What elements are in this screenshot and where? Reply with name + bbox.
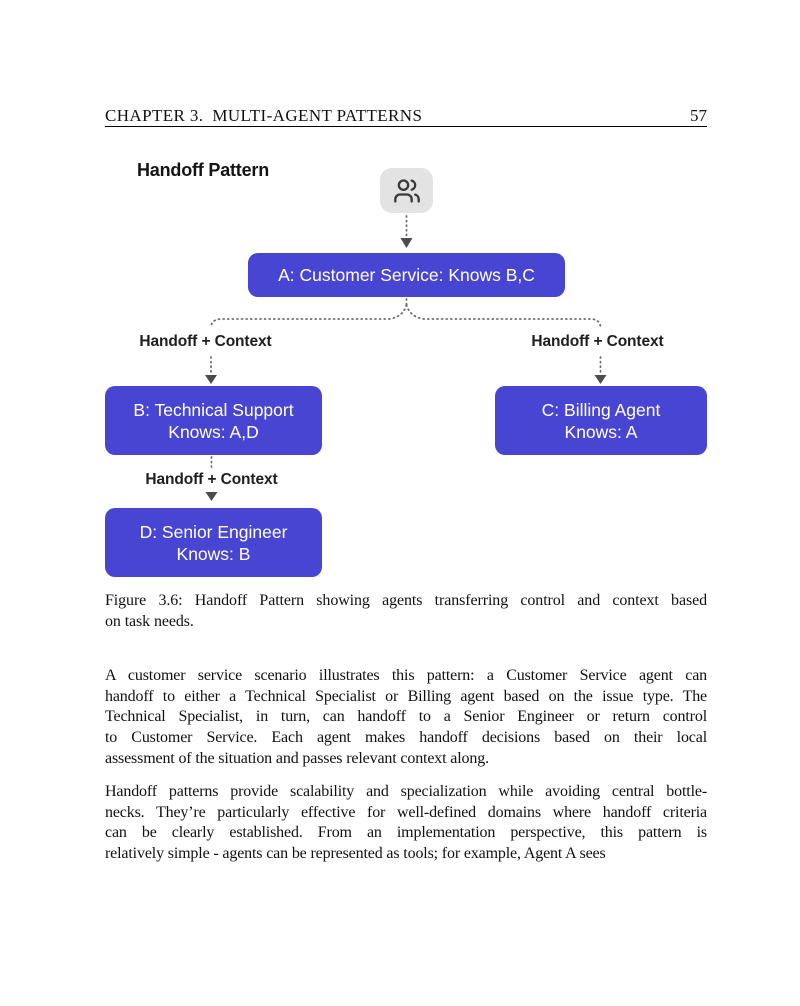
edge-label-handoff-bottom: Handoff + Context [145,471,278,488]
arrowhead-to-d [205,492,218,501]
edge-label-handoff-right: Handoff + Context [531,333,664,350]
edge-label-handoff-left: Handoff + Context [139,333,272,350]
body-paragraph-2: Handoff patterns provide scalability and… [105,783,707,863]
diagram-title: Handoff Pattern [137,160,270,180]
page-number: 57 [690,106,707,125]
node-customer-service: A: Customer Service: Knows B,C [248,253,565,297]
figure-caption: Figure 3.6: Handoff Pattern showing agen… [105,592,707,630]
edge-a-to-b [210,304,408,329]
chapter-header: CHAPTER 3. MULTI-AGENT PATTERNS [105,106,423,125]
arrowhead-to-a [400,238,413,248]
header-rule [105,126,707,128]
arrowhead-to-b [205,375,217,384]
body-paragraph-1: A customer service scenario illustrates … [105,667,707,767]
edge-a-to-c [405,304,602,329]
root-user-node [380,168,433,213]
arrowhead-to-c [594,375,607,384]
users-icon [393,178,420,203]
